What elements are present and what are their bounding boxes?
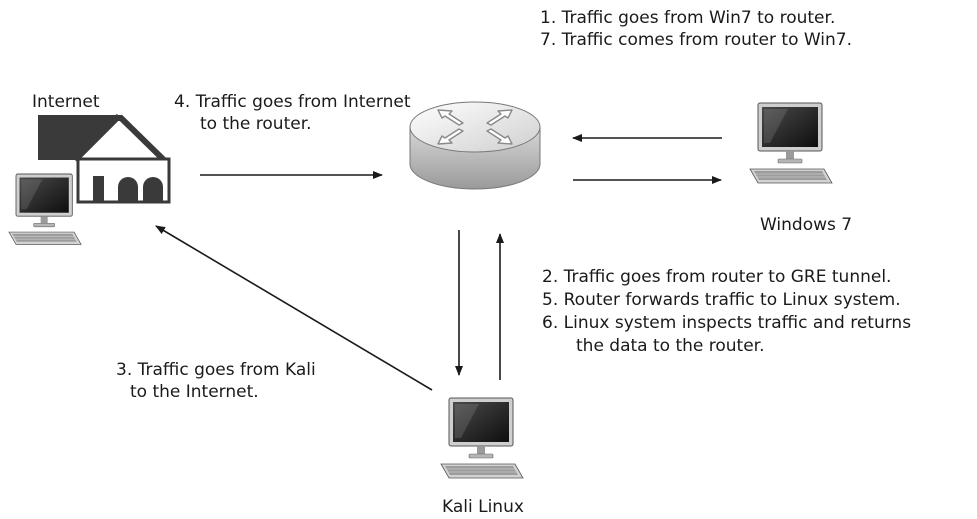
internet-router-annotation: 4. Traffic goes from Internet to the rou… <box>174 91 410 135</box>
step-5-text: 5. Router forwards traffic to Linux syst… <box>542 290 901 310</box>
step-3-text: 3. Traffic goes from Kali <box>116 360 316 380</box>
step-2-text: 2. Traffic goes from router to GRE tunne… <box>542 267 892 287</box>
kali-internet-annotation: 3. Traffic goes from Kali to the Interne… <box>116 359 316 403</box>
windows-computer-icon <box>749 102 833 184</box>
step-6-text-cont: the data to the router. <box>576 336 765 356</box>
kali-computer-icon <box>440 397 524 479</box>
win-router-annotation: 1. Traffic goes from Win7 to router. 7. … <box>540 7 852 51</box>
step-3-text-cont: to the Internet. <box>130 382 259 402</box>
house-with-computer-icon <box>8 113 171 245</box>
router-kali-annotation: 2. Traffic goes from router to GRE tunne… <box>542 266 911 358</box>
internet-label: Internet <box>32 92 100 112</box>
step-6-text: 6. Linux system inspects traffic and ret… <box>542 313 912 333</box>
step-4-text-cont: to the router. <box>200 114 312 134</box>
step-4-text: 4. Traffic goes from Internet <box>174 92 411 112</box>
windows7-label: Windows 7 <box>760 215 853 235</box>
arrow-kali-to-internet <box>155 225 433 391</box>
step-7-text: 7. Traffic comes from router to Win7. <box>540 30 853 50</box>
router-icon <box>409 101 541 190</box>
step-1-text: 1. Traffic goes from Win7 to router. <box>540 8 836 28</box>
kali-linux-label: Kali Linux <box>442 497 524 517</box>
